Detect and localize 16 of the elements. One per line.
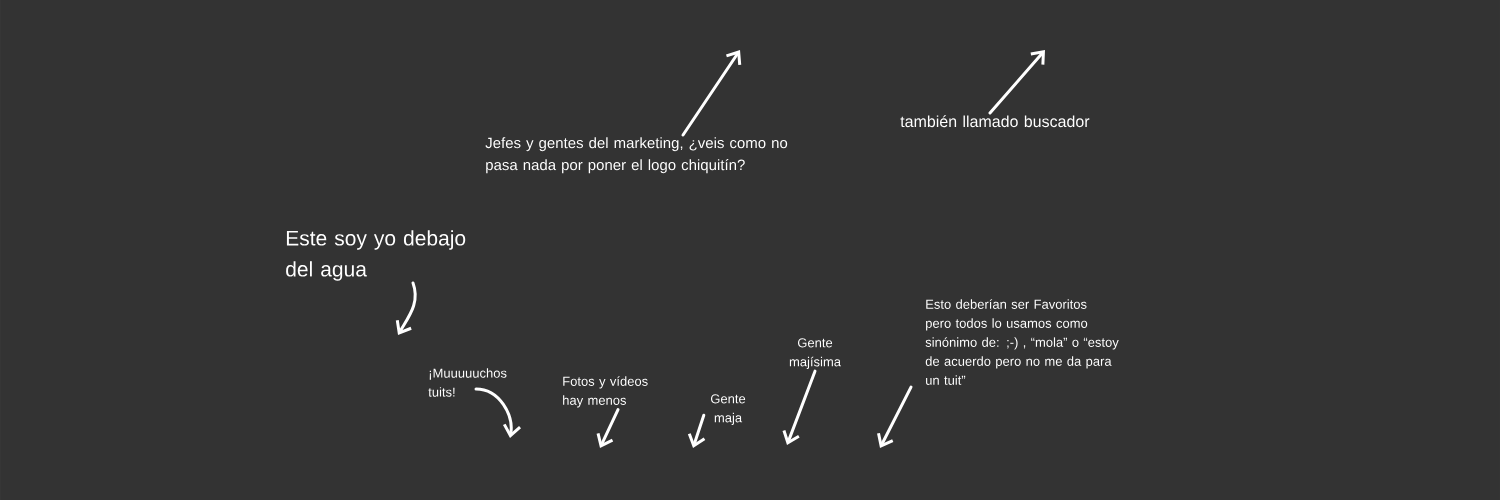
annotation-text: Esto deberían ser Favoritos pero todos lo usamos como sinónimo de: ;-) , “mola” o “estoy de acuerdo pero no me da para un tuit” — [925, 299, 1119, 385]
arrow — [782, 369, 817, 445]
annotation-text: Gente maja — [710, 394, 746, 425]
annotation-text: también llamado buscador — [900, 115, 1090, 128]
annotation-text: Gente majísima — [789, 338, 841, 369]
arrow — [988, 50, 1045, 115]
annotation-text: Este soy yo debajo del agua — [286, 230, 466, 281]
arrow — [877, 385, 913, 448]
arrow — [474, 387, 522, 438]
arrow — [681, 50, 742, 137]
annotation-text: Fotos y vídeos hay menos — [563, 376, 648, 408]
arrow — [687, 413, 706, 448]
arrow — [395, 281, 417, 335]
annotation-text: Jefes y gentes del marketing, ¿veis como no pasa nada por poner el logo chiquitín? — [485, 137, 788, 174]
arrow — [596, 408, 620, 448]
annotation-text: ¡Muuuuuchos tuits! — [428, 368, 507, 397]
